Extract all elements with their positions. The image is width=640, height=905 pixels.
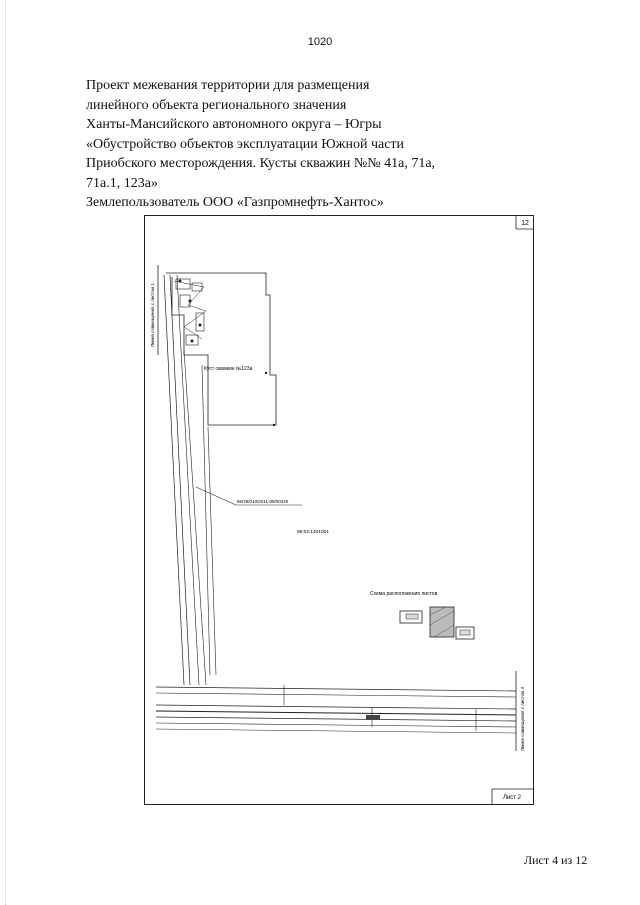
hatch: [429, 610, 455, 626]
scheme-title: Схема расположения листов: [370, 591, 438, 597]
sheet-frame: [144, 215, 534, 805]
scheme-sheet-3-inner: [459, 629, 471, 636]
pad-network: [173, 280, 207, 340]
sheet-counter: Лист 4 из 12: [524, 853, 588, 867]
road-line: [155, 728, 517, 734]
scheme-sheet-1: [399, 610, 423, 624]
page-number: 1020: [307, 36, 333, 48]
corridor-line: [201, 364, 211, 676]
cluster-label: Куст скважин №123а: [204, 366, 253, 372]
survey-drawing: 12 Линия совмещения с листом 1 Куст сква…: [144, 215, 534, 805]
road-line: [155, 710, 517, 716]
road-line: [155, 692, 517, 698]
scheme-sheet-1-inner: [405, 613, 419, 620]
scheme-sheet-3: [455, 626, 475, 640]
corridor-line: [169, 274, 191, 686]
heading-line: 71а.1, 123а»: [86, 175, 158, 191]
pad-structure: [185, 334, 199, 346]
heading-line: Землепользователь ООО «Газпромнефть-Хант…: [86, 195, 384, 210]
heading-line: Ханты-Мансийского автономного округа – Ю…: [86, 117, 382, 132]
pad-point: [190, 339, 194, 343]
corridor-line: [176, 274, 200, 686]
pad-point: [178, 279, 182, 283]
road-line: [155, 704, 517, 710]
scheme-sheet-2: [429, 606, 455, 638]
road-line: [155, 686, 517, 692]
pad-point: [272, 423, 276, 427]
corner-number: 12: [521, 220, 529, 227]
pad-point: [198, 323, 202, 327]
sheet-label: Лист 2: [503, 795, 522, 801]
hatch: [433, 624, 455, 638]
corridor-line: [207, 426, 217, 676]
pad-point: [188, 299, 192, 303]
heading-line: линейного объекта регионального значения: [86, 97, 347, 113]
document-heading: Проект межевания территории для размещен…: [86, 76, 506, 213]
heading-line: Приобского месторождения. Кусты скважин …: [86, 156, 436, 171]
road-line: [155, 722, 517, 728]
survey-sheet: 12 Линия совмещения с листом 1 Куст сква…: [144, 215, 534, 805]
heading-line: «Обустройство объектов эксплуатации Южно…: [86, 136, 405, 152]
pad-structure: [195, 312, 205, 332]
parcel-leader: [195, 486, 237, 506]
road-line: [155, 716, 517, 722]
heading-line: Проект межевания территории для размещен…: [86, 78, 370, 93]
corridor-line: [163, 274, 185, 686]
well-pad-boundary: [166, 272, 277, 426]
road-marker: [366, 715, 380, 720]
pad-point: [264, 371, 268, 375]
pad-structure: [191, 282, 203, 292]
quarter-label: 86:02:1401001: [297, 529, 329, 535]
hatch: [429, 606, 447, 616]
match-line-left-label: Линия совмещения с листом 1: [150, 283, 155, 347]
match-line-right-label: Линия совмещения с листом 3: [520, 687, 525, 751]
scan-margin: [5, 0, 7, 905]
corridor-line: [183, 349, 207, 686]
parcel-label: 86/29/010/2011-08/00340: [237, 499, 289, 504]
